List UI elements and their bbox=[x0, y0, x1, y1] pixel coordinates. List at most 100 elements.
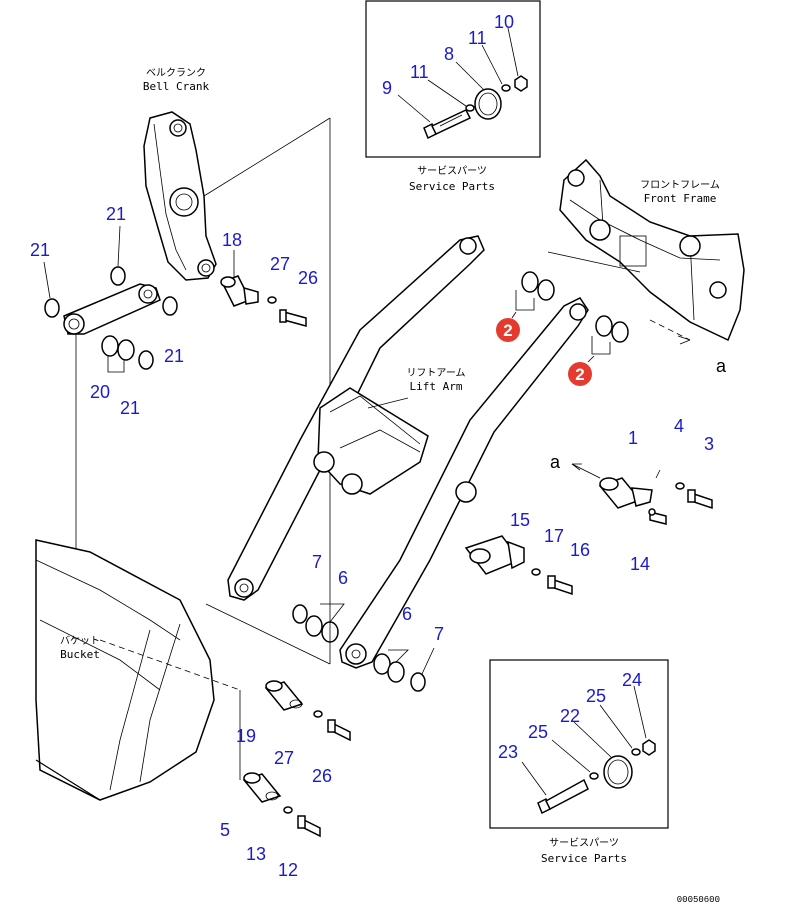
bolt-26-bottom bbox=[327, 719, 351, 742]
part-label: 25 bbox=[528, 722, 548, 742]
grease-fitting-14 bbox=[648, 508, 667, 525]
washer-17 bbox=[531, 568, 541, 576]
lift-arm bbox=[227, 235, 589, 669]
service-parts-box-bottom bbox=[489, 659, 669, 829]
washer-25-left bbox=[589, 772, 599, 780]
washer-13 bbox=[283, 806, 293, 814]
part-label: 26 bbox=[298, 268, 318, 288]
pin-19 bbox=[264, 680, 304, 711]
pin-5 bbox=[242, 772, 282, 803]
part-label: 19 bbox=[236, 726, 256, 746]
part-label: 4 bbox=[674, 416, 684, 436]
svg-text:Front Frame: Front Frame bbox=[644, 192, 717, 205]
ring-21-d bbox=[138, 350, 154, 370]
bushing-20-a bbox=[101, 335, 119, 357]
nut-10 bbox=[514, 75, 528, 92]
pin-15 bbox=[464, 535, 525, 575]
part-label: 11 bbox=[468, 28, 487, 48]
svg-text:Lift Arm: Lift Arm bbox=[410, 380, 463, 393]
part-number-labels: 21 21 21 21 20 18 27 26 9 11 8 11 10 1 4… bbox=[30, 12, 714, 880]
svg-text:Service Parts: Service Parts bbox=[541, 852, 627, 865]
part-label: 23 bbox=[498, 742, 518, 762]
ring-21-a bbox=[44, 298, 60, 318]
bushing-2-mid-b bbox=[611, 321, 629, 343]
bolt-9 bbox=[423, 109, 472, 140]
part-label: 11 bbox=[410, 62, 429, 82]
caption-service-parts-top: サービスパーツ Service Parts bbox=[409, 165, 495, 193]
part-label: 22 bbox=[560, 706, 580, 726]
bushing-2-top-b bbox=[537, 279, 555, 301]
caption-lift-arm: リフトアーム Lift Arm bbox=[406, 367, 465, 393]
svg-text:2: 2 bbox=[503, 321, 512, 340]
bolt-26-top bbox=[279, 309, 307, 327]
bushing-6-right-a bbox=[373, 653, 391, 675]
part-label: 20 bbox=[90, 382, 110, 402]
svg-text:サービスパーツ: サービスパーツ bbox=[549, 837, 619, 849]
part-label: 12 bbox=[278, 860, 298, 880]
ring-7-left bbox=[292, 604, 308, 624]
part-label: 24 bbox=[622, 670, 642, 690]
arrow-label-a-pin: a bbox=[550, 452, 561, 472]
bell-crank-link bbox=[63, 283, 161, 335]
part-label: 25 bbox=[586, 686, 606, 706]
part-label: 7 bbox=[434, 624, 444, 644]
bolt-23 bbox=[537, 778, 589, 815]
bushing-6-right-b bbox=[387, 661, 405, 683]
bolt-12 bbox=[297, 815, 321, 838]
pin-18 bbox=[220, 275, 259, 307]
caption-service-parts-bottom: サービスパーツ Service Parts bbox=[541, 837, 627, 865]
pin-1 bbox=[598, 477, 653, 509]
part-label: 7 bbox=[312, 552, 322, 572]
part-label: 16 bbox=[570, 540, 590, 560]
part-label: 17 bbox=[544, 526, 564, 546]
svg-text:フロントフレーム: フロントフレーム bbox=[640, 179, 720, 191]
part-label: 18 bbox=[222, 230, 242, 250]
svg-text:リフトアーム: リフトアーム bbox=[406, 367, 465, 379]
part-label: 6 bbox=[338, 568, 348, 588]
caption-bucket: バケット Bucket bbox=[60, 635, 100, 661]
bushing-2-top-a bbox=[521, 271, 539, 293]
bolt-16 bbox=[547, 575, 573, 596]
ring-21-b bbox=[110, 266, 126, 286]
svg-text:Service Parts: Service Parts bbox=[409, 180, 495, 193]
part-label: 14 bbox=[630, 554, 650, 574]
svg-text:Bucket: Bucket bbox=[60, 648, 100, 661]
drawing-reference: 00050600 bbox=[677, 895, 720, 905]
bucket bbox=[35, 539, 241, 801]
front-frame bbox=[559, 158, 745, 342]
svg-text:2: 2 bbox=[575, 365, 584, 384]
part-label: 26 bbox=[312, 766, 332, 786]
washer-11-right bbox=[501, 84, 511, 92]
svg-text:ベルクランク: ベルクランク bbox=[146, 67, 206, 79]
svg-text:Bell Crank: Bell Crank bbox=[143, 80, 210, 93]
bell-crank bbox=[143, 111, 217, 281]
part-label: 27 bbox=[270, 254, 290, 274]
part-label: 21 bbox=[120, 398, 140, 418]
part-label: 21 bbox=[164, 346, 184, 366]
part-label: 3 bbox=[704, 434, 714, 454]
callout-2-bottom: 2 bbox=[568, 362, 592, 386]
bushing-2-mid-a bbox=[595, 315, 613, 337]
washer-4 bbox=[675, 482, 685, 490]
callout-2-top: 2 bbox=[496, 318, 520, 342]
bushing-20-b bbox=[117, 339, 135, 361]
part-label: 6 bbox=[402, 604, 412, 624]
part-label: 21 bbox=[30, 240, 50, 260]
part-label: 1 bbox=[628, 428, 638, 448]
caption-front-frame: フロントフレーム Front Frame bbox=[640, 179, 720, 205]
nut-24 bbox=[642, 739, 656, 756]
washer-27-top bbox=[267, 296, 277, 304]
svg-text:バケット: バケット bbox=[60, 635, 100, 647]
part-label: 8 bbox=[444, 44, 454, 64]
washer-25-right bbox=[631, 748, 641, 756]
caption-bell-crank: ベルクランク Bell Crank bbox=[143, 67, 210, 93]
part-label: 21 bbox=[106, 204, 126, 224]
part-label: 27 bbox=[274, 748, 294, 768]
part-label: 5 bbox=[220, 820, 230, 840]
washer-27-bottom bbox=[313, 710, 323, 718]
bolt-3 bbox=[687, 489, 713, 510]
part-label: 15 bbox=[510, 510, 530, 530]
arrow-label-a-frame: a bbox=[716, 356, 727, 376]
ring-21-c bbox=[162, 296, 178, 316]
service-parts-box-top bbox=[365, 0, 541, 158]
